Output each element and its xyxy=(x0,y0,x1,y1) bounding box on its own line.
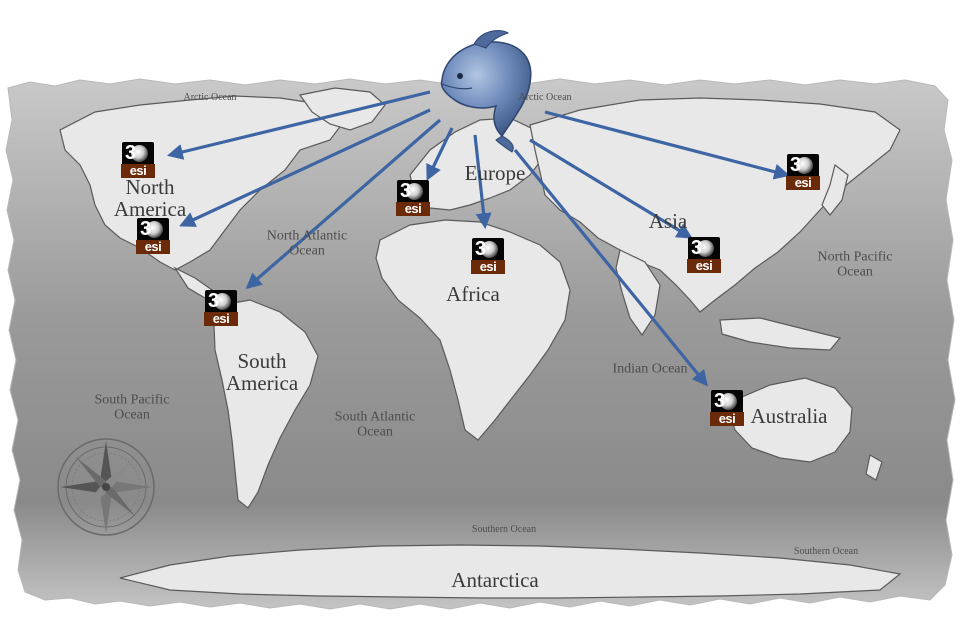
logo-digit: 3 xyxy=(691,237,703,259)
logo-digit: 3 xyxy=(400,180,412,202)
africa-label: Africa xyxy=(446,283,500,305)
logo-disc xyxy=(711,390,743,414)
logo-digit: 3 xyxy=(714,390,726,412)
south-america-label-line: South xyxy=(237,348,287,373)
logo-disc xyxy=(787,154,819,178)
logo-text: esi xyxy=(396,202,430,216)
arrow-southeast-asia xyxy=(529,138,693,239)
logo-text: esi xyxy=(710,412,744,426)
logo-text: esi xyxy=(136,240,170,254)
logo-digit: 3 xyxy=(790,154,802,176)
landmasses xyxy=(59,87,902,599)
north-atlantic-ocean-label-line: North Atlantic xyxy=(266,228,348,244)
australia-land xyxy=(729,377,853,463)
north-america-label-line: North xyxy=(125,174,175,199)
japan-land xyxy=(821,163,849,216)
arrow-australia xyxy=(513,148,709,387)
arrow-north-america xyxy=(166,90,431,160)
south-atlantic-ocean-label-line: Ocean xyxy=(357,424,393,439)
north-pacific-ocean-label-line: North Pacific xyxy=(817,249,893,265)
arrow-usa-east xyxy=(179,108,431,227)
arctic-ocean-right-label: Arctic Ocean xyxy=(518,91,572,104)
south-america-label-line: America xyxy=(225,371,299,395)
south-pacific-ocean-label-line: Ocean xyxy=(114,407,150,422)
se-asia-islands xyxy=(719,317,842,351)
greenland-land xyxy=(298,87,386,131)
logo-text: esi xyxy=(121,164,155,178)
arctic-ocean-left-label: Arctic Ocean xyxy=(183,91,237,104)
compass-rose-icon xyxy=(57,438,155,536)
south-pacific-ocean-label-line: South Pacific xyxy=(94,392,170,408)
logo-disc xyxy=(397,180,429,204)
arctic-ocean-left-label-line: Arctic Ocean xyxy=(183,91,237,103)
asia-label: Asia xyxy=(649,210,688,232)
antarctica-label: Antarctica xyxy=(451,569,538,591)
logo-text: esi xyxy=(687,259,721,273)
southern-ocean-center-label-line: Southern Ocean xyxy=(471,523,537,535)
indian-ocean-label: Indian Ocean xyxy=(612,361,688,378)
logo-digit: 3 xyxy=(475,238,487,260)
logo-disc xyxy=(205,290,237,314)
europe-label-line: Europe xyxy=(464,160,526,185)
logo-text: esi xyxy=(204,312,238,326)
logo-digit: 3 xyxy=(208,290,220,312)
antarctica-land xyxy=(119,544,902,599)
north-atlantic-ocean-label-line: Ocean xyxy=(289,243,325,258)
logo-disc xyxy=(122,142,154,166)
logo-disc xyxy=(137,218,169,242)
europe-label: Europe xyxy=(465,162,526,184)
africa-label-line: Africa xyxy=(446,281,500,306)
logo-disc xyxy=(688,237,720,261)
asia-label-line: Asia xyxy=(648,208,688,233)
new-zealand-land xyxy=(865,454,883,481)
southern-ocean-right-label: Southern Ocean xyxy=(793,545,859,558)
north-pacific-ocean-label-line: Ocean xyxy=(837,264,873,279)
south-atlantic-ocean-label-line: South Atlantic xyxy=(334,409,416,425)
southern-ocean-center-label: Southern Ocean xyxy=(471,523,537,536)
arrow-middle-east xyxy=(473,134,492,230)
arrow-western-europe xyxy=(426,127,454,181)
asia-land xyxy=(529,97,901,313)
logo-digit: 3 xyxy=(125,142,137,164)
dolphin-icon xyxy=(440,30,532,153)
logo-text: esi xyxy=(471,260,505,274)
africa-land xyxy=(375,219,571,441)
arctic-ocean-right-label-line: Arctic Ocean xyxy=(518,91,572,103)
logo-text: esi xyxy=(786,176,820,190)
indian-ocean-label-line: Indian Ocean xyxy=(612,361,688,377)
australia-label: Australia xyxy=(751,405,828,427)
arrow-south-america xyxy=(245,118,442,290)
connection-arrows xyxy=(166,90,791,387)
north-america-land xyxy=(59,95,346,271)
australia-label-line: Australia xyxy=(750,403,828,428)
north-america-label-line: America xyxy=(113,197,187,221)
arrow-east-asia xyxy=(544,110,791,180)
south-america-land xyxy=(213,299,319,509)
logo-disc xyxy=(472,238,504,262)
logo-digit: 3 xyxy=(140,218,152,240)
antarctica-label-line: Antarctica xyxy=(451,567,539,592)
southern-ocean-right-label-line: Southern Ocean xyxy=(793,545,859,557)
